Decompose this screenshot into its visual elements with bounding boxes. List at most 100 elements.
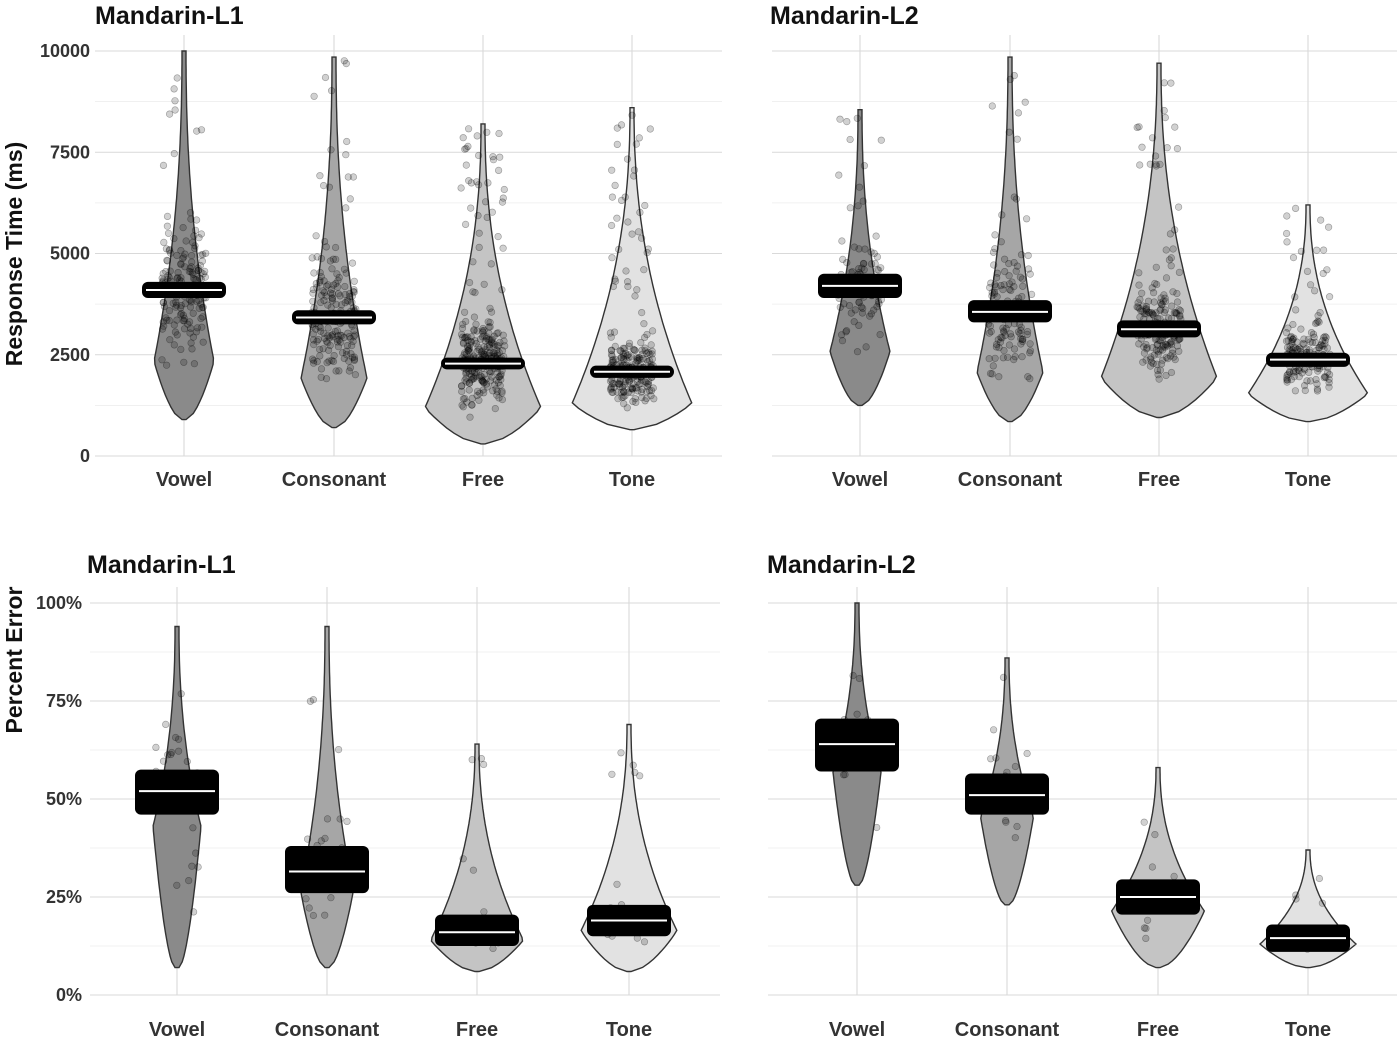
data-point	[1143, 345, 1151, 353]
data-point	[458, 330, 466, 339]
data-point	[1313, 387, 1322, 395]
data-point	[1017, 251, 1026, 259]
data-point	[486, 343, 494, 352]
data-point	[1291, 344, 1299, 352]
data-point	[1159, 342, 1167, 350]
data-point	[464, 347, 472, 355]
data-point	[642, 394, 651, 403]
data-point	[180, 317, 188, 325]
data-point	[1149, 360, 1157, 368]
data-point	[317, 327, 325, 335]
data-point	[1002, 324, 1010, 333]
data-point	[625, 353, 633, 361]
data-point	[329, 333, 337, 341]
data-point	[165, 247, 173, 255]
data-point	[999, 354, 1007, 362]
data-point	[1019, 282, 1027, 290]
data-point	[319, 287, 327, 295]
data-point	[861, 245, 869, 253]
data-point	[302, 895, 310, 903]
data-point	[169, 299, 177, 307]
data-point	[497, 370, 505, 378]
x-tick-label: Free	[456, 1019, 498, 1038]
data-point	[458, 382, 466, 390]
data-point	[1158, 356, 1167, 364]
data-point	[1011, 762, 1020, 771]
data-point	[1176, 312, 1184, 321]
data-point	[493, 346, 501, 354]
data-point	[608, 352, 616, 360]
data-point	[332, 300, 340, 308]
data-point	[838, 337, 847, 345]
data-point	[461, 308, 469, 316]
data-point	[1135, 340, 1143, 348]
data-point	[643, 330, 651, 339]
data-point	[1171, 309, 1179, 317]
data-point	[645, 357, 654, 365]
data-point	[999, 673, 1008, 682]
data-point	[992, 343, 1001, 351]
data-point	[336, 292, 344, 300]
data-point	[1146, 362, 1154, 370]
data-point	[350, 277, 358, 285]
data-point	[1175, 306, 1183, 314]
data-point	[1018, 293, 1026, 301]
data-point	[487, 260, 495, 268]
data-point	[468, 394, 476, 403]
data-point	[1158, 300, 1166, 308]
data-point	[320, 277, 328, 285]
data-point	[1171, 123, 1179, 131]
data-point	[637, 388, 646, 396]
data-point	[996, 338, 1005, 346]
data-point	[998, 334, 1006, 342]
data-point	[1005, 260, 1013, 268]
data-point	[618, 393, 626, 402]
data-point	[641, 344, 649, 352]
data-point	[472, 369, 481, 377]
data-point	[986, 369, 995, 378]
data-point	[640, 320, 648, 328]
data-point	[478, 373, 486, 381]
data-point	[470, 313, 479, 321]
data-point	[492, 376, 500, 384]
x-tick-label: Free	[1137, 1019, 1179, 1038]
data-point	[853, 710, 861, 718]
data-point	[187, 298, 195, 306]
data-point	[316, 345, 324, 354]
data-point	[1161, 306, 1169, 314]
data-point	[999, 327, 1008, 335]
data-point	[1012, 195, 1021, 203]
data-point	[193, 324, 201, 332]
data-point	[1286, 368, 1294, 376]
data-point	[643, 249, 651, 257]
data-point	[158, 356, 166, 364]
data-point	[855, 298, 863, 307]
data-point	[1156, 346, 1164, 354]
data-point	[327, 332, 335, 340]
data-point	[320, 182, 328, 190]
data-point	[640, 938, 649, 946]
data-point	[191, 226, 200, 234]
data-point	[489, 153, 497, 161]
data-point	[482, 380, 491, 388]
data-point	[173, 301, 181, 309]
data-point	[331, 327, 339, 336]
data-point	[483, 383, 491, 391]
data-point	[458, 387, 466, 396]
x-tick-label: Tone	[606, 1019, 652, 1038]
data-point	[1143, 916, 1152, 924]
data-point	[1302, 345, 1310, 353]
data-point	[1323, 368, 1332, 376]
data-point	[350, 327, 358, 335]
data-point	[877, 264, 885, 272]
data-point	[1164, 314, 1173, 322]
data-point	[1161, 343, 1169, 351]
panel-title: Mandarin-L2	[770, 2, 919, 30]
data-point	[1159, 297, 1167, 305]
data-point	[465, 345, 473, 353]
data-point	[480, 908, 488, 916]
data-point	[612, 356, 620, 364]
data-point	[199, 303, 207, 311]
data-point	[188, 862, 196, 870]
data-point	[1319, 269, 1327, 278]
